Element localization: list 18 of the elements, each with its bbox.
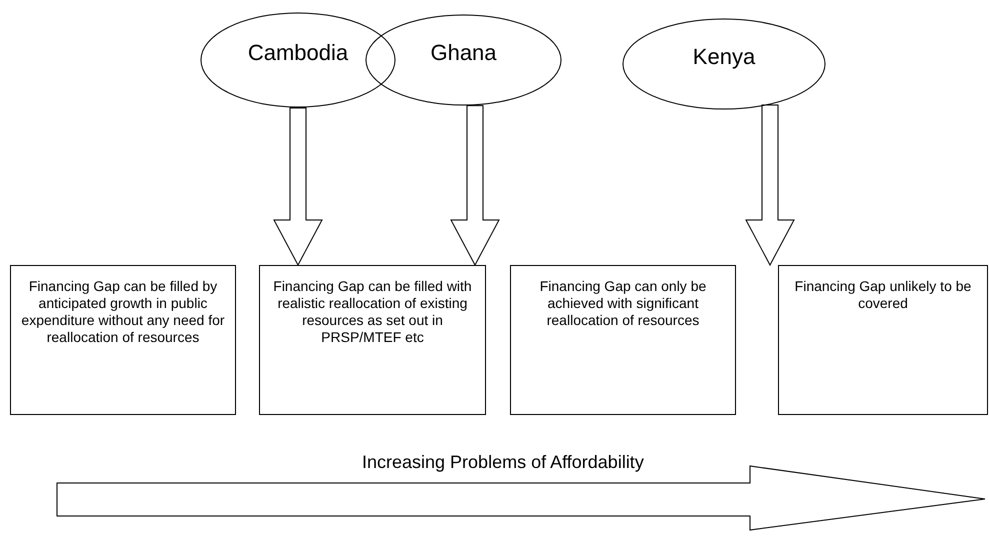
hollow-arrow [745,104,795,266]
node-text: Kenya [692,44,756,70]
node-text: Financing Gap can only be achieved with significant reallocation of resources [538,278,708,329]
text-box [510,265,736,415]
text-box [778,265,988,415]
node-text: Financing Gap can be filled by anticipated growth in public expenditure without any need for reallocation of resources [20,278,226,346]
node-text: Cambodia [248,40,348,66]
text-box [259,265,486,415]
hollow-arrow [273,108,323,266]
node-text: Financing Gap unlikely to be covered [794,278,972,312]
node-text: Financing Gap can be filled with realistic reallocation of existing resources as set out in PRSP/MTEF etc [272,278,473,346]
axis-caption: Increasing Problems of Affordability [362,452,644,473]
ellipse-node [200,12,396,108]
hollow-arrow [450,105,500,266]
ellipse-node [622,18,826,110]
text-box [10,265,236,415]
node-text: Ghana [430,40,497,66]
ellipse-node [365,14,562,106]
